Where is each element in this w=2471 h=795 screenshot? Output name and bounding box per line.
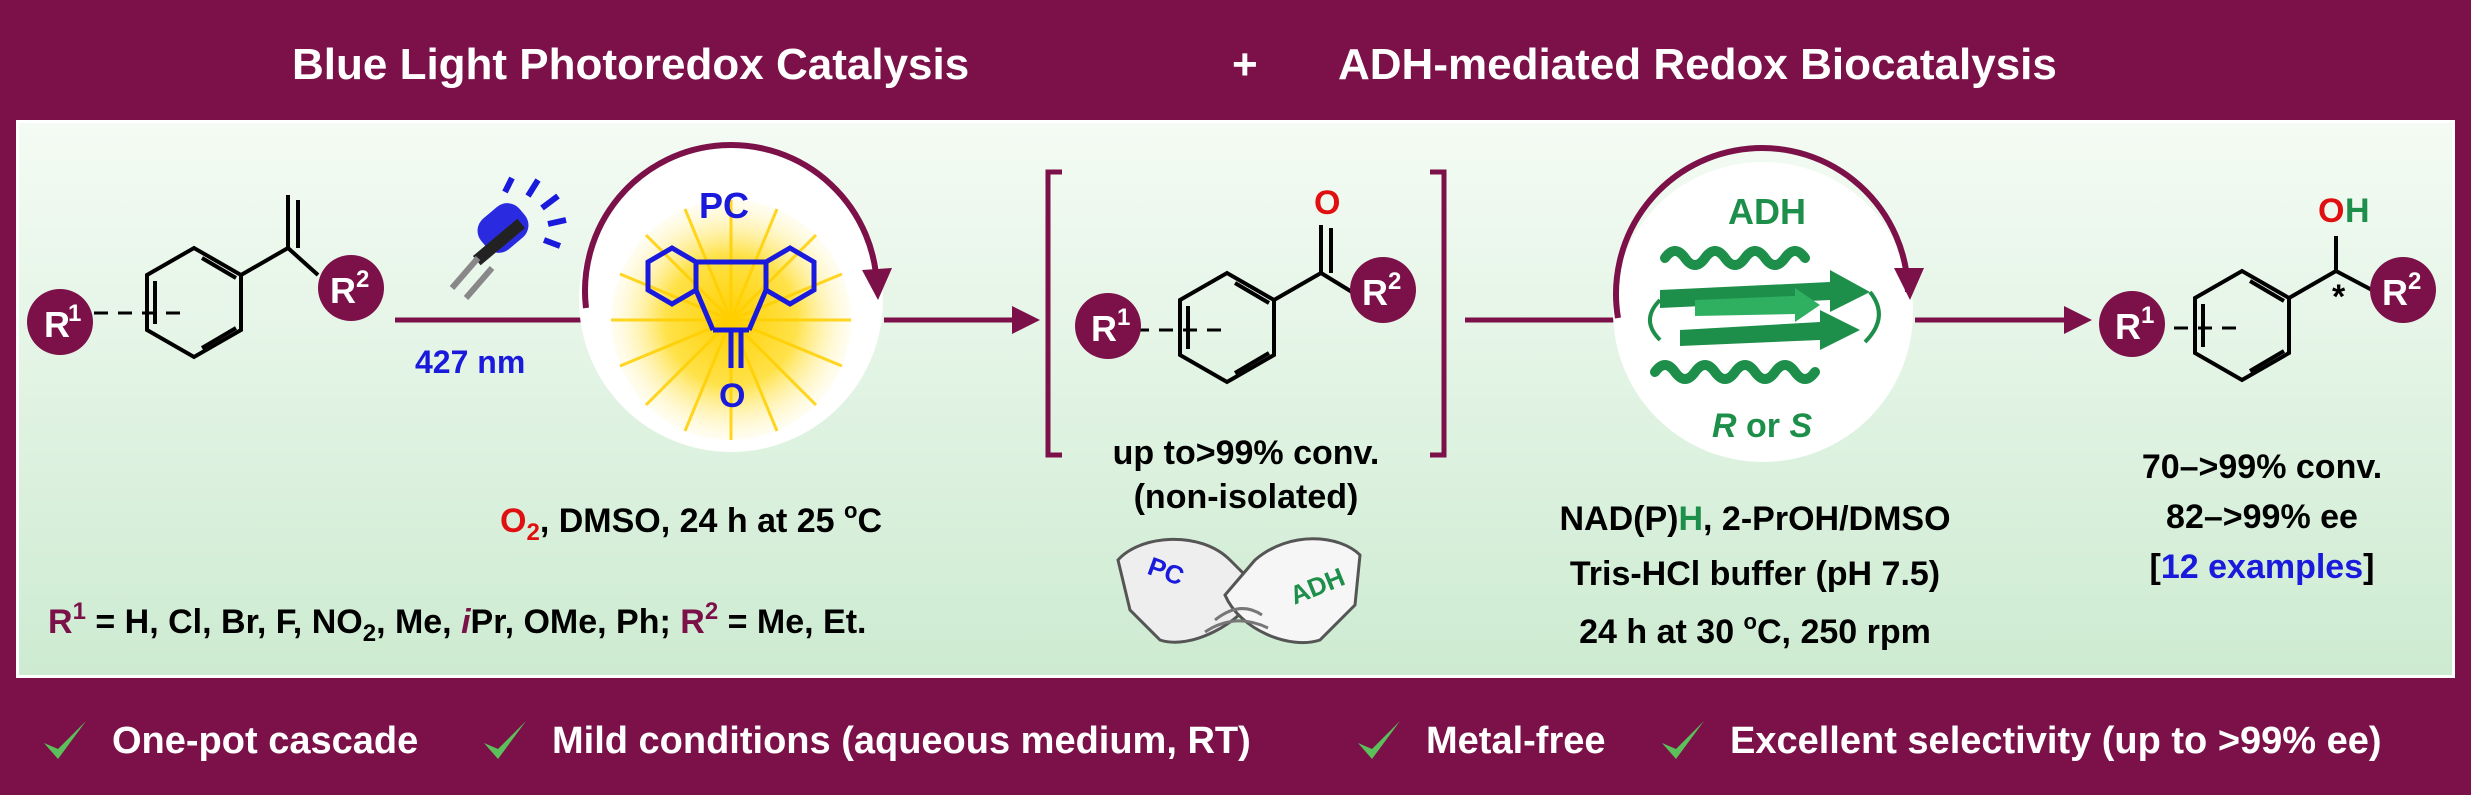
product-hydrogen: H [2345,192,2370,230]
r1-label: R [44,304,70,345]
ketone-structure: O R 1 R 2 [1075,184,1416,385]
prod-r2-label: R [2382,272,2408,313]
photocatalyst-circle: PC O [579,141,892,452]
adh-circle: ADH R or S [1613,145,1924,462]
product-examples: [12 examples] [2150,548,2375,586]
footer-label-mild-conditions: Mild conditions (aqueous medium, RT) [552,719,1251,762]
r2-badge [318,255,384,321]
check-icon [484,721,526,759]
int-r2-superscript: 2 [1388,268,1401,295]
product-structure: O H * R 1 R 2 [2099,192,2436,383]
product-ee: 82–>99% ee [2166,498,2358,536]
header-plus-sign: + [1232,40,1258,89]
protein-icon [1650,246,1820,384]
step2-conditions-line3: 24 h at 30 oC, 250 rpm [1579,609,1931,651]
footer-label-selectivity: Excellent selectivity (up to >99% ee) [1730,719,2382,762]
footer-item-selectivity: Excellent selectivity (up to >99% ee) [1656,716,2382,766]
intermediate-bracket [1045,169,1447,458]
r2-superscript: 2 [356,266,369,293]
product-conversion: 70–>99% conv. [2142,448,2382,486]
int-r1-label: R [1091,308,1117,349]
stereocenter-star: * [2332,278,2346,316]
footer-label-metal-free: Metal-free [1426,719,1606,762]
int-r2-label: R [1362,272,1388,313]
step1-conditions: O2, DMSO, 24 h at 25 oC [500,498,882,546]
reactant-structure: R 1 R 2 [27,195,384,360]
wavelength-label: 427 nm [415,344,525,380]
led-icon [449,176,567,300]
header-photoredox-title: Blue Light Photoredox Catalysis [292,40,970,89]
pc-carbonyl-o: O [719,377,745,415]
fluorenone-structure [645,245,817,368]
check-icon [1358,721,1400,759]
stereo-label: R or S [1712,407,1812,445]
footer-item-metal-free: Metal-free [1352,716,1606,766]
footer-item-one-pot: One-pot cascade [38,716,418,766]
header-biocatalysis-title: ADH-mediated Redox Biocatalysis [1338,40,2057,89]
pc-label: PC [699,185,749,226]
footer-label-one-pot: One-pot cascade [112,719,419,762]
intermediate-note: (non-isolated) [1134,478,1359,516]
int-r1-superscript: 1 [1117,304,1130,331]
adh-label: ADH [1728,191,1806,232]
handshake-icon: PC ADH [1116,537,1362,645]
ketone-oxygen: O [1314,184,1340,222]
r2-label: R [330,270,356,311]
intermediate-conversion: up to>99% conv. [1113,434,1380,472]
footer-item-mild-conditions: Mild conditions (aqueous medium, RT) [478,716,1251,766]
r1-badge [27,289,93,355]
product-oxygen: O [2318,192,2344,230]
beta-sheet-arrows [1660,270,1870,350]
footer-bar: One-pot cascade Mild conditions (aqueous… [0,680,2471,795]
step2-conditions-line2: Tris-HCl buffer (pH 7.5) [1570,555,1940,593]
prod-r2-superscript: 2 [2408,268,2421,295]
check-icon [1662,721,1704,759]
substituent-definition: R1 = H, Cl, Br, F, NO2, Me, iPr, OMe, Ph… [48,598,867,647]
header-bar: Blue Light Photoredox Catalysis + ADH-me… [0,0,2471,118]
prod-r1-superscript: 1 [2141,302,2154,329]
r1-superscript: 1 [68,300,81,327]
check-icon [44,721,86,759]
step2-conditions-line1: NAD(P)H, 2-PrOH/DMSO [1559,500,1950,538]
prod-r1-label: R [2115,306,2141,347]
